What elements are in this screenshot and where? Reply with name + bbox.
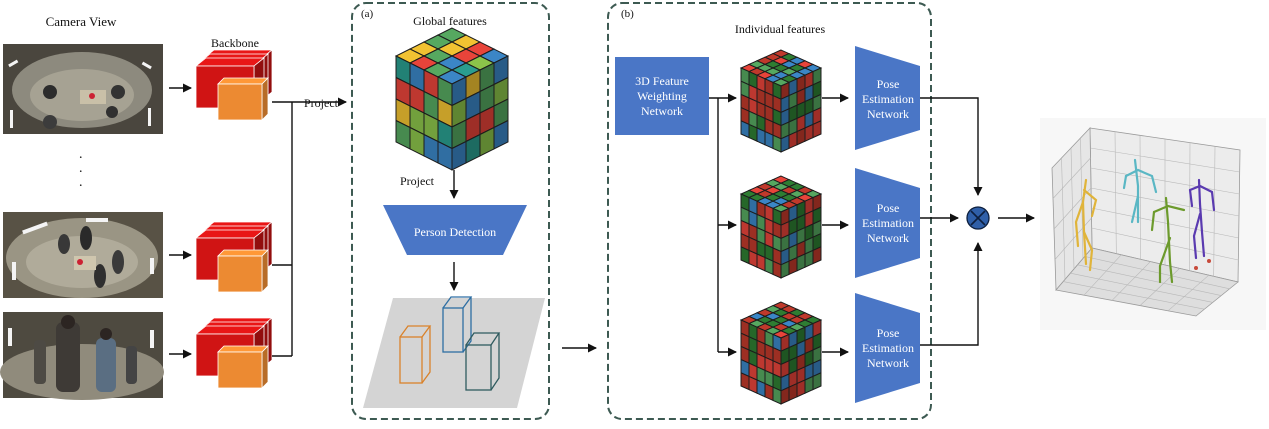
cube-cell [748,375,758,394]
panel-a-label: (a) [361,8,374,20]
backbone-label: Backbone [211,36,259,50]
backbone-out-side [261,345,269,389]
grid-line [1070,272,1213,303]
camera-view-label: Camera View [45,14,117,29]
individual-features-label: Individual features [734,22,826,36]
grid-line [1084,256,1230,290]
pose-net-3-label: Pose Estimation Network [862,325,914,370]
cube-cell [812,246,822,265]
grid-line [1111,261,1151,301]
backbone-stack [194,221,274,293]
cube-cell [796,253,806,272]
grid-line [1054,217,1092,260]
camera-image-1 [3,44,163,134]
cube-cell [804,375,814,394]
cube-cell [804,249,814,268]
panel-a-border [351,2,550,420]
cube-cell [764,382,774,402]
skeleton-cyan [1122,158,1158,224]
cube-cell [772,134,782,153]
grid-line [1080,137,1084,259]
panel-b-label: (b) [621,8,634,20]
camera-image-3 [0,312,164,400]
person-detection-block [383,205,527,255]
backbone-stack [194,49,274,121]
pose-net-1-label: Pose Estimation Network [862,76,914,121]
grid-line [1139,268,1180,306]
circled-times-icon [966,206,990,230]
detection-box-teal [465,332,501,391]
backbone-out-front [217,255,263,293]
cube-cell [748,123,758,142]
cube-cell [740,246,750,265]
grid-line [1077,264,1222,296]
cube-cell [756,127,766,146]
backbone-layer-top [194,229,266,239]
grid-line [1063,281,1205,310]
cube-cell [812,120,822,139]
cube-cell [756,379,766,398]
cube-cell [804,123,814,142]
cube-cell [748,249,758,268]
cube-cell [780,386,790,405]
backbone-layer-top [194,57,266,67]
branch-connectors [709,93,737,357]
pose-net-1-block [855,46,920,150]
cube-cell [740,120,750,139]
camera-image-2 [3,212,163,298]
projection-bus [272,97,347,357]
panel-b-border [607,2,932,420]
cube-cell [796,127,806,146]
backbone-layer-top [194,325,266,335]
global-features-label: Global features [413,14,487,28]
pose-net-3-block [855,293,920,403]
project-label-1: Project [304,96,338,110]
cube-cell [788,382,798,402]
fusion-connectors [920,97,983,346]
cube-cell [764,256,774,276]
cube-cell [812,372,822,391]
cube-cell [740,372,750,391]
grid-line [1091,227,1239,261]
cube-cell [493,119,509,150]
backbone-out-side [261,249,269,293]
detection-box-orange [399,325,432,384]
pose-net-2-label: Pose Estimation Network [862,200,914,245]
weighting-network-block [615,57,709,135]
cube-cell [780,260,790,279]
weighting-network-label: 3D Feature Weighting Network [635,73,689,118]
person-detection-label: Person Detection [413,224,497,239]
detection-plane [363,296,545,408]
backbone-out-side [261,77,269,121]
cube-cell [756,253,766,272]
skeleton-yellow [1074,178,1098,272]
backbone-stacks [194,49,274,389]
pose-3d-output-plot [1040,118,1266,330]
project-label-2: Project [400,174,434,188]
backbone-stack [194,317,274,389]
skeleton-purple [1188,178,1216,260]
backbone-out-front [217,351,263,389]
cube-cell [772,260,782,279]
ellipsis-dots: ... [79,147,83,190]
skeleton-green [1150,196,1186,284]
cube-cell [764,130,774,150]
backbone-out-front [217,83,263,121]
grid-line [1083,254,1122,296]
cube-cell [780,134,790,153]
grid-line [1167,274,1209,312]
individual-feature-cubes [739,49,823,405]
backbone-out-top [217,249,269,257]
backbone-out-top [217,77,269,85]
cube-cell [788,256,798,276]
cube-cell [788,130,798,150]
backbone-out-top [217,345,269,353]
cube-cell [772,386,782,405]
global-features-cube [394,27,510,171]
pose-net-2-block [855,168,920,278]
cube-cell [796,379,806,398]
